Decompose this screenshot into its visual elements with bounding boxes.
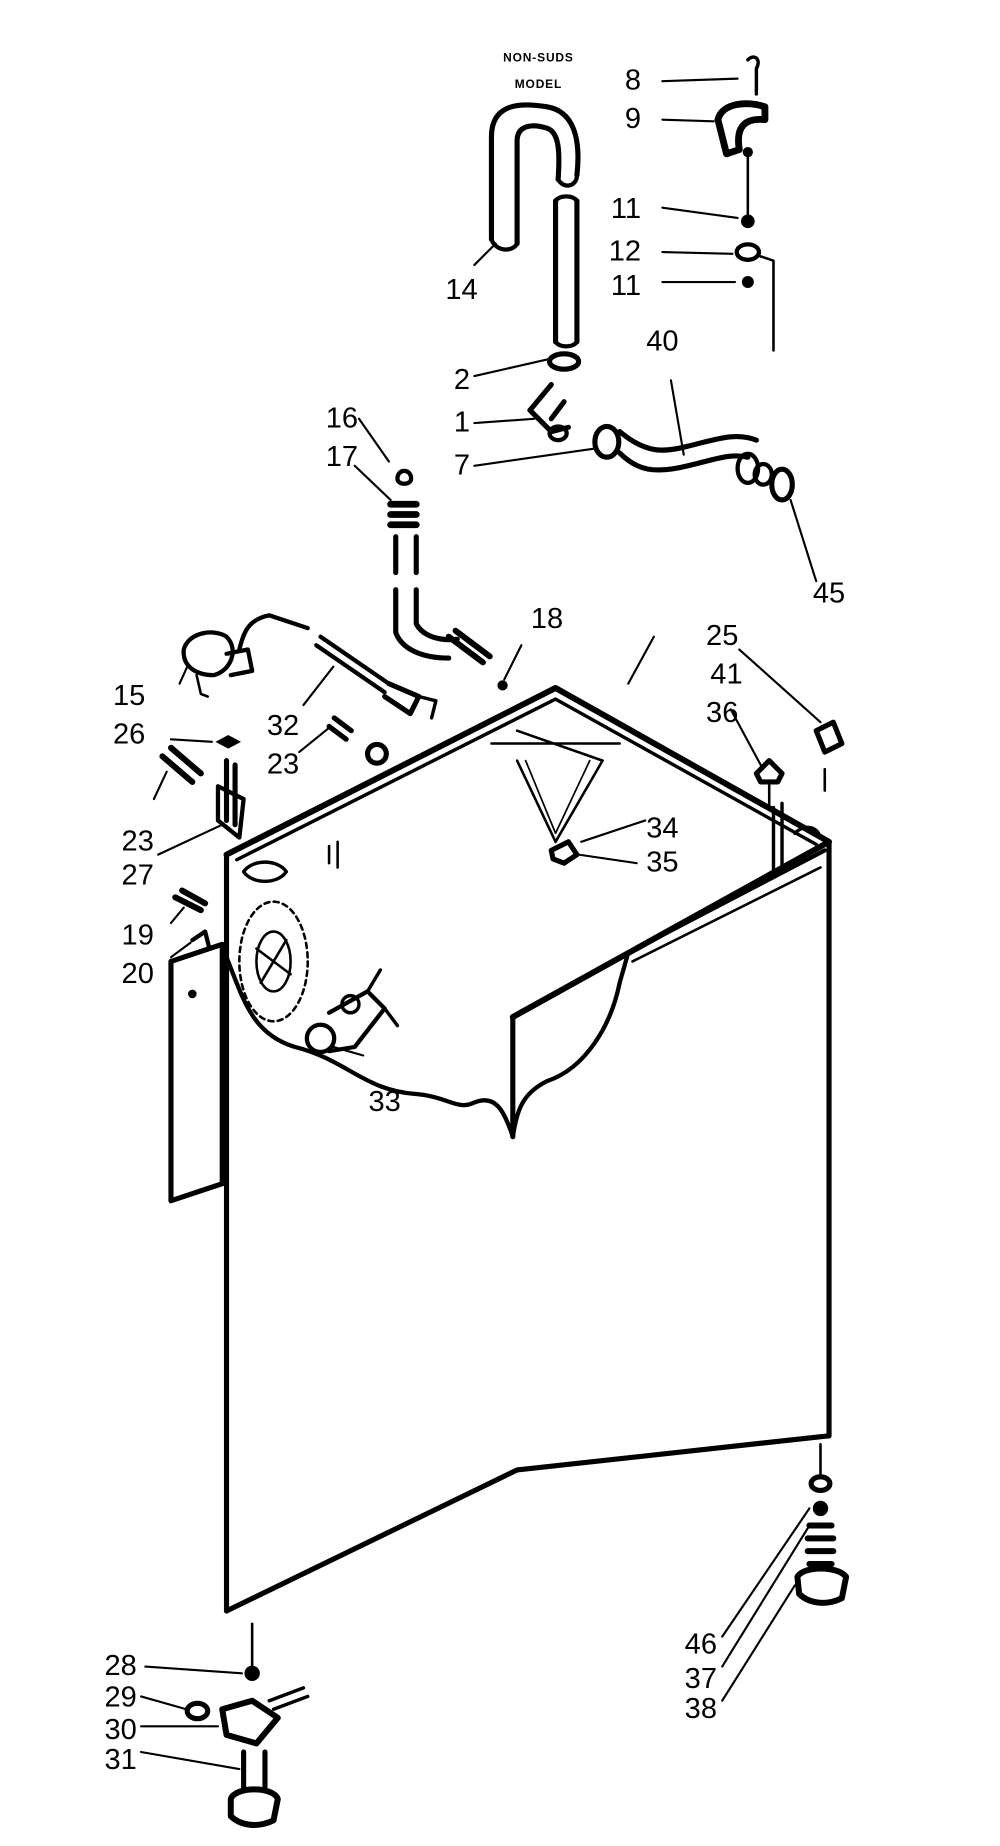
label-23b: 23 (122, 825, 154, 857)
label-2: 2 (454, 364, 470, 396)
label-14: 14 (445, 274, 477, 306)
part-35 (548, 839, 580, 866)
screw-19 (172, 887, 209, 914)
label-34: 34 (646, 813, 678, 845)
washer-cabinet (223, 684, 833, 1614)
hanger-stack (714, 55, 775, 352)
label-38: 38 (685, 1693, 717, 1725)
part-labels: 8 9 11 12 11 14 40 2 1 7 45 16 17 18 25 … (104, 65, 845, 1776)
label-31: 27 (122, 860, 154, 892)
label-32: 32 (267, 710, 299, 742)
tube-32 (314, 634, 438, 720)
label-37: 37 (685, 1663, 717, 1695)
hose-16-17 (387, 468, 508, 691)
label-33: 33 (368, 1086, 400, 1118)
switch-assembly (238, 900, 309, 1023)
label-25: 25 (706, 620, 738, 652)
hose-straight (552, 194, 580, 349)
label-7: 7 (454, 449, 470, 481)
leg-left (184, 1622, 310, 1829)
clamp-7 (592, 423, 622, 460)
label-35: 35 (646, 847, 678, 879)
label-1: 1 (454, 407, 470, 439)
label-41: 41 (710, 659, 742, 691)
label-30: 26 (113, 719, 145, 751)
caption-line-2: MODEL (515, 77, 562, 91)
label-9: 9 (625, 103, 641, 135)
label-45: 45 (813, 578, 845, 610)
label-15: 15 (113, 680, 145, 712)
hose-14 (488, 102, 581, 252)
label-18: 18 (531, 603, 563, 635)
part-30 (215, 734, 242, 749)
hose-40 (617, 429, 774, 487)
part-36 (753, 758, 785, 785)
clip-31 (215, 758, 246, 840)
label-36: 36 (706, 697, 738, 729)
label-11a: 11 (611, 193, 641, 225)
label-8: 8 (625, 65, 641, 97)
clip-20 (190, 929, 225, 951)
screw-23-lower (159, 744, 204, 785)
part-41 (813, 719, 845, 755)
label-19: 19 (122, 919, 154, 951)
label-23a: 23 (267, 748, 299, 780)
label-16: 16 (326, 402, 358, 434)
screw-23-upper (326, 715, 389, 766)
mixing-valve (304, 968, 400, 1055)
label-17: 17 (326, 441, 358, 473)
label-29: 31 (104, 1744, 136, 1776)
elbow-1 (527, 382, 571, 443)
clamp-2 (547, 351, 582, 372)
label-26: 28 (104, 1650, 136, 1682)
label-12: 12 (609, 236, 641, 268)
label-11b: 11 (611, 270, 641, 302)
leader-arrows (139, 77, 822, 1771)
part-45 (769, 466, 795, 503)
leg-right (794, 1443, 850, 1606)
side-panel (168, 941, 225, 1204)
pressure-switch-15 (181, 613, 310, 698)
label-46: 46 (685, 1629, 717, 1661)
label-40: 40 (646, 325, 678, 357)
label-27: 29 (104, 1682, 136, 1714)
label-20: 20 (122, 958, 154, 990)
label-28: 30 (104, 1714, 136, 1746)
caption-line-1: NON-SUDS (503, 51, 574, 65)
